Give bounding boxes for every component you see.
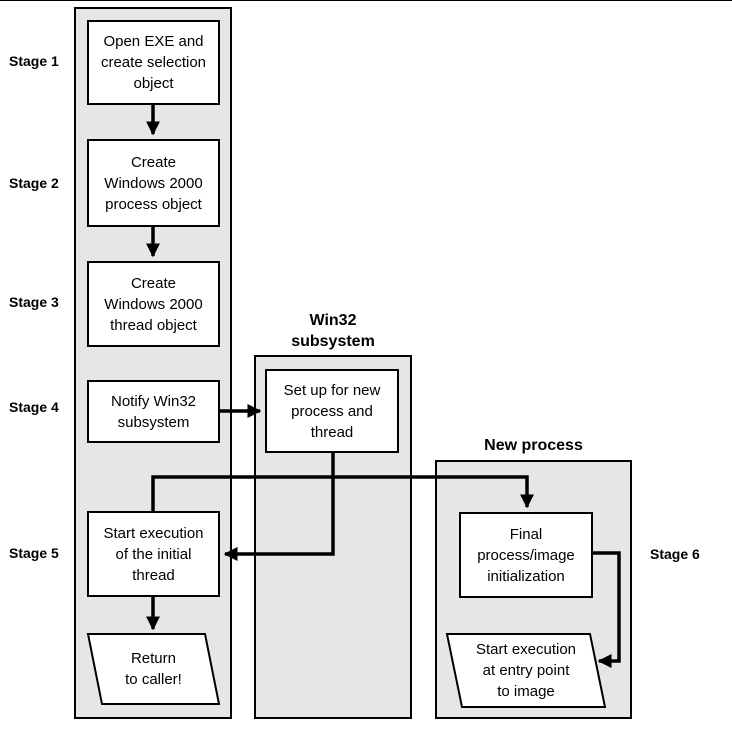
- stage-label-1: Stage 1: [9, 53, 59, 69]
- stage-label-3: Stage 3: [9, 294, 59, 310]
- box-final-initialization: Final process/image initialization: [459, 512, 593, 598]
- shape-start-at-entry-point: [445, 633, 607, 708]
- box-setup-new-process: Set up for new process and thread: [265, 369, 399, 453]
- text-start-at-entry-point: Start execution at entry point to image: [475, 641, 577, 700]
- box-create-thread-object: Create Windows 2000 thread object: [87, 261, 220, 347]
- top-border-line: [0, 0, 732, 1]
- box-open-exe: Open EXE and create selection object: [87, 20, 220, 105]
- box-notify-win32: Notify Win32 subsystem: [87, 380, 220, 443]
- arrow-thread-to-new-process: [151, 475, 534, 511]
- stage-label-5: Stage 5: [9, 545, 59, 561]
- lane-title-win32: Win32 subsystem: [291, 312, 375, 350]
- arrow-final-to-entry: [593, 551, 621, 668]
- stage-label-2: Stage 2: [9, 175, 59, 191]
- arrow-win32-to-start-thread: [223, 453, 335, 561]
- lane-title-new-process: New process: [484, 437, 583, 454]
- stage-label-6: Stage 6: [650, 546, 700, 562]
- box-create-process-object: Create Windows 2000 process object: [87, 139, 220, 227]
- text-return-to-caller: Return to caller!: [125, 650, 182, 688]
- box-start-initial-thread: Start execution of the initial thread: [87, 511, 220, 597]
- shape-return-to-caller: [86, 633, 221, 705]
- stage-label-4: Stage 4: [9, 399, 59, 415]
